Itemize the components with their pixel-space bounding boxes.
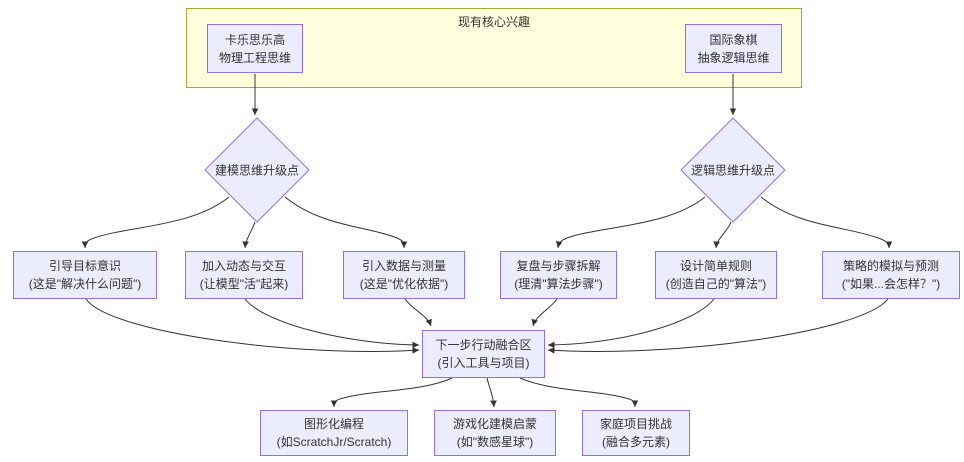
node-family-line2: (融合多元素) xyxy=(602,435,670,449)
decision-logic-shape xyxy=(680,117,786,223)
edge-strategy-to-fusion xyxy=(547,298,889,354)
decision-modeling-shape xyxy=(204,117,310,223)
node-review-line2: (理清"算法步骤") xyxy=(514,277,603,291)
node-dynamics-line2: (让模型"活"起来) xyxy=(199,277,289,291)
node-fusion-line1: 下一步行动融合区 xyxy=(435,338,532,352)
edge-fusion-to-family xyxy=(519,377,639,408)
edge-fusion-to-scratch xyxy=(330,377,453,408)
node-goal-line1: 引导目标意识 xyxy=(48,259,121,273)
node-family-projects: 家庭项目挑战 (融合多元素) xyxy=(582,410,690,456)
edge-modeling-to-data xyxy=(284,196,408,249)
node-fusion-zone: 下一步行动融合区 (引入工具与项目) xyxy=(422,330,545,378)
node-gamified-modeling: 游戏化建模启蒙 (如"数感星球") xyxy=(434,410,556,456)
node-strategy-line1: 策略的模拟与预测 xyxy=(842,259,939,273)
node-review-steps: 复盘与步骤拆解 (理清"算法步骤") xyxy=(500,251,617,299)
node-design-rules: 设计简单规则 (创造自己的"算法") xyxy=(655,251,777,299)
edge-fusion-to-game xyxy=(486,377,497,408)
node-family-line1: 家庭项目挑战 xyxy=(599,417,672,431)
node-dynamics-interaction: 加入动态与交互 (让模型"活"起来) xyxy=(185,251,303,299)
node-lego: 卡乐思乐高 物理工程思维 xyxy=(207,24,303,73)
node-chess-line1: 国际象棋 xyxy=(709,32,758,47)
node-data-line1: 引入数据与测量 xyxy=(361,259,446,273)
node-rules-line1: 设计简单规则 xyxy=(679,259,752,273)
edge-goal-to-fusion xyxy=(85,298,420,354)
edge-review-to-fusion xyxy=(531,298,558,327)
node-goal-awareness: 引导目标意识 (这是"解决什么问题") xyxy=(13,251,157,299)
node-review-line1: 复盘与步骤拆解 xyxy=(516,259,601,273)
decision-logic-label: 逻辑思维升级点 xyxy=(690,163,776,178)
node-strategy-line2: ("如果...会怎样？") xyxy=(841,277,941,291)
node-dynamics-line1: 加入动态与交互 xyxy=(201,259,286,273)
node-goal-line2: (这是"解决什么问题") xyxy=(28,277,142,291)
node-game-line1: 游戏化建模启蒙 xyxy=(452,417,537,431)
node-data-line2: (这是"优化依据") xyxy=(359,277,449,291)
cluster-title: 现有核心兴趣 xyxy=(457,15,530,29)
edge-data-to-fusion xyxy=(404,298,432,327)
edge-modeling-to-goal xyxy=(81,196,230,249)
node-rules-line2: (创造自己的"算法") xyxy=(665,277,767,291)
node-chess-line2: 抽象逻辑思维 xyxy=(697,50,770,65)
node-game-line2: (如"数感星球") xyxy=(456,435,534,449)
edge-rules-to-fusion xyxy=(547,298,715,349)
edge-dynamics-to-fusion xyxy=(244,298,420,349)
node-lego-line1: 卡乐思乐高 xyxy=(224,32,285,47)
node-data-measurement: 引入数据与测量 (这是"优化依据") xyxy=(343,251,465,299)
node-lego-line2: 物理工程思维 xyxy=(218,50,291,65)
edge-logic-to-review xyxy=(555,196,706,249)
node-scratch-line2: (如ScratchJr/Scratch) xyxy=(276,435,392,449)
node-visual-programming: 图形化编程 (如ScratchJr/Scratch) xyxy=(260,410,408,456)
edge-modeling-to-dynamics xyxy=(242,221,256,249)
decision-modeling-label: 建模思维升级点 xyxy=(214,163,300,178)
node-chess: 国际象棋 抽象逻辑思维 xyxy=(685,24,782,73)
edge-logic-to-strategy xyxy=(760,196,893,249)
node-scratch-line1: 图形化编程 xyxy=(303,417,364,431)
edge-logic-to-rules xyxy=(713,221,732,249)
node-strategy-simulation: 策略的模拟与预测 ("如果...会怎样？") xyxy=(822,251,960,299)
node-fusion-line2: (引入工具与项目) xyxy=(437,356,530,370)
